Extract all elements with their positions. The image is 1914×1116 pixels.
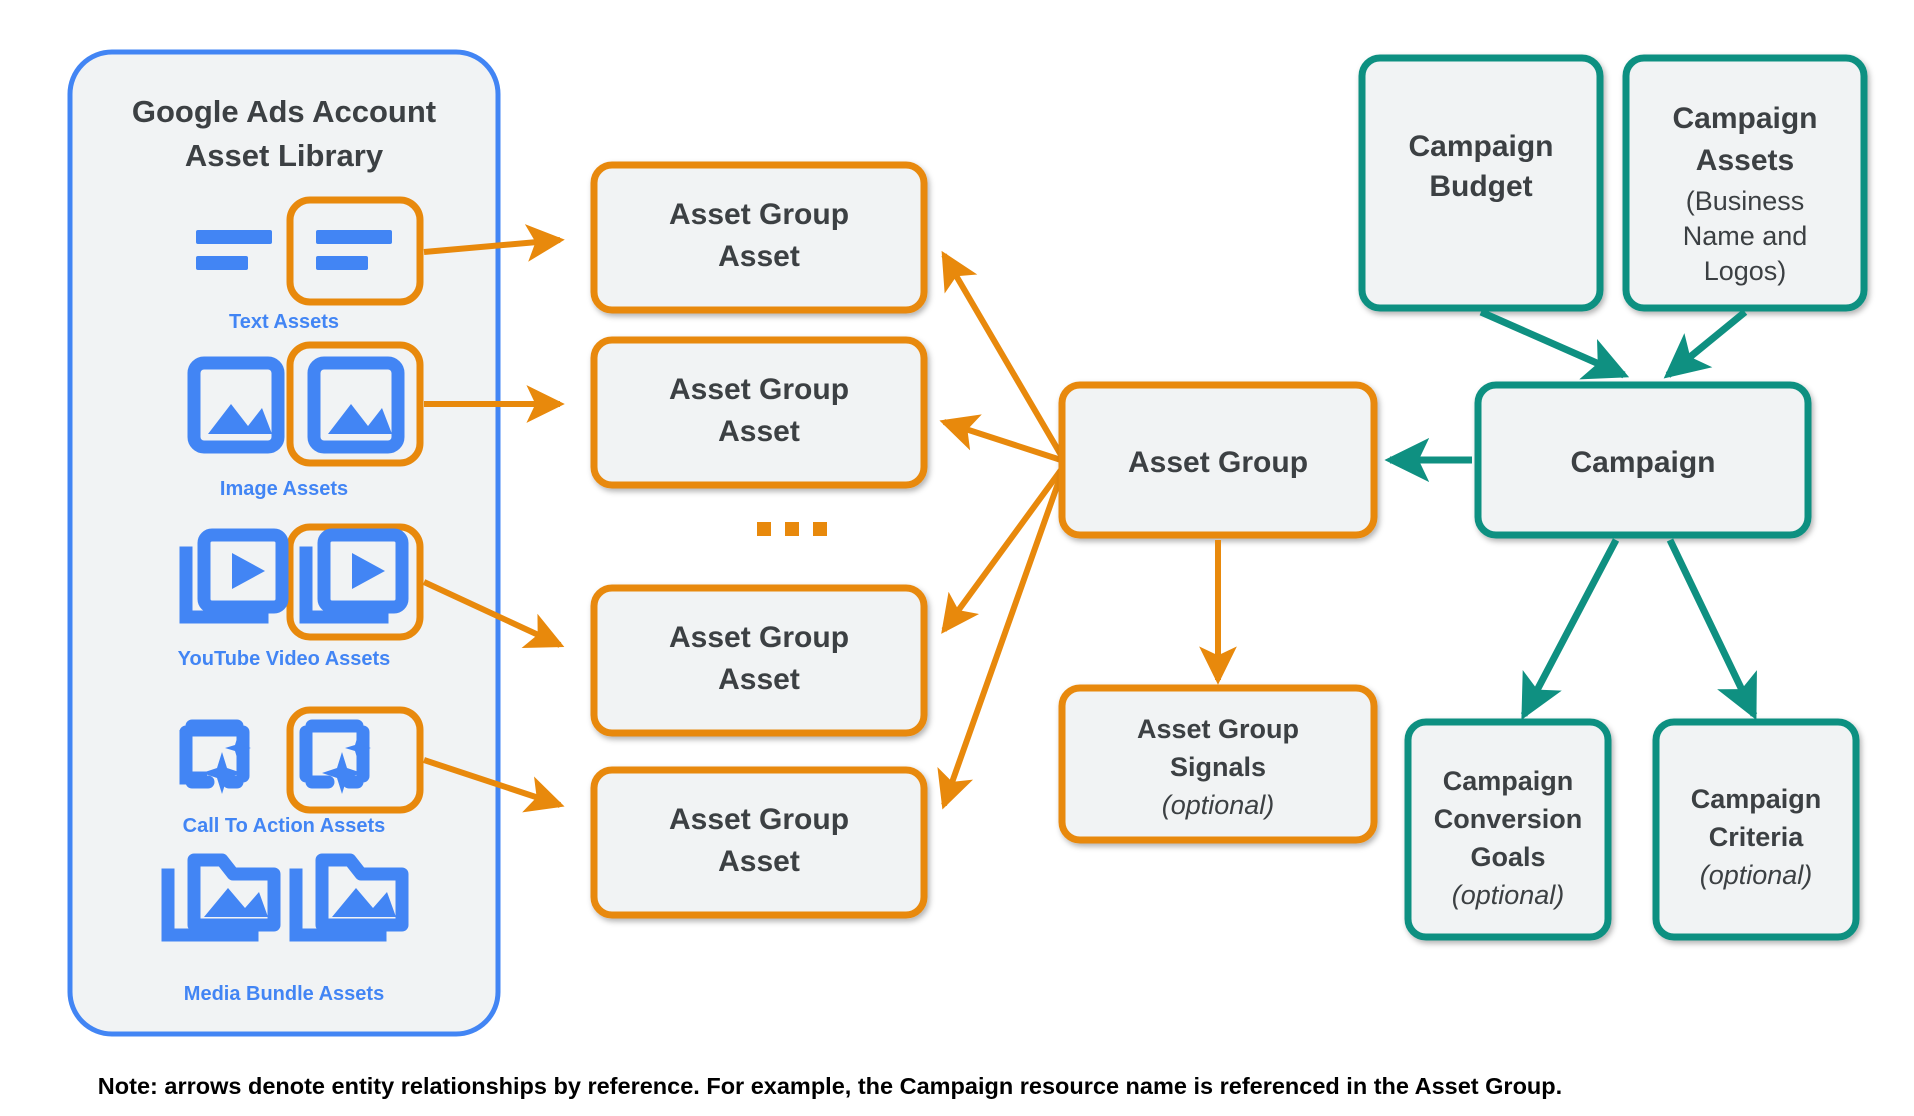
media-bundle-asset-icon-2 bbox=[289, 853, 409, 942]
arrow-cta-to-asset-group-asset bbox=[423, 757, 565, 813]
library-to-asset-arrows bbox=[422, 224, 565, 813]
campaign-assets-sub3: Logos) bbox=[1704, 256, 1787, 286]
ellipsis-indicator bbox=[757, 522, 827, 536]
text-asset-icon-selected bbox=[316, 230, 392, 270]
campaign-assets-sub2: Name and bbox=[1683, 221, 1808, 251]
library-title-line2: Asset Library bbox=[185, 138, 384, 173]
asset-group-fan-arrows bbox=[937, 250, 1064, 810]
arrow-video-to-asset-group-asset bbox=[422, 579, 565, 649]
asset-label-text-assets: Text Assets bbox=[229, 311, 339, 333]
asset-group-asset-2[interactable] bbox=[590, 336, 928, 489]
asset-group-asset-3-line2: Asset bbox=[718, 663, 800, 696]
arrow-asset-group-to-asset-3 bbox=[941, 468, 1064, 634]
arrow-asset-group-to-asset-1 bbox=[941, 250, 1064, 457]
conversion-goals-line1: Campaign bbox=[1443, 766, 1574, 796]
asset-label-image-assets: Image Assets bbox=[220, 478, 348, 500]
media-bundle-asset-icon bbox=[161, 853, 281, 942]
campaign-assets-line2: Assets bbox=[1696, 144, 1794, 177]
asset-row-cta[interactable]: Call To Action Assets bbox=[179, 706, 424, 837]
asset-group-asset-3-line1: Asset Group bbox=[669, 621, 849, 654]
campaign-node[interactable] bbox=[1474, 381, 1812, 539]
video-asset-icon-selected bbox=[299, 528, 409, 624]
video-asset-selection-box bbox=[286, 523, 424, 641]
call-to-action-asset-icon-selected bbox=[299, 719, 371, 794]
campaign-node-label: Campaign bbox=[1570, 446, 1715, 479]
campaign-outbound-arrows bbox=[1520, 538, 1758, 721]
asset-group-asset-4[interactable] bbox=[590, 766, 928, 919]
asset-group-signals-line2: Signals bbox=[1170, 752, 1266, 782]
library-title-line1: Google Ads Account bbox=[132, 94, 436, 129]
arrow-text-to-asset-group-asset bbox=[423, 224, 565, 262]
campaign-criteria-optional: (optional) bbox=[1700, 860, 1813, 890]
campaign-inbound-arrows bbox=[1479, 308, 1748, 380]
asset-group-signals-optional: (optional) bbox=[1162, 790, 1275, 820]
campaign-budget-line1: Campaign bbox=[1408, 130, 1553, 163]
campaign-conversion-goals-node[interactable] bbox=[1404, 718, 1612, 941]
conversion-goals-line2: Conversion bbox=[1434, 804, 1583, 834]
arrow-campaign-to-criteria bbox=[1666, 538, 1758, 721]
arrow-asset-group-to-asset-4 bbox=[937, 473, 1064, 810]
asset-group-asset-4-line1: Asset Group bbox=[669, 803, 849, 836]
campaign-assets-node[interactable] bbox=[1622, 54, 1868, 312]
asset-row-text[interactable]: Text Assets bbox=[196, 196, 424, 333]
asset-label-media-bundle-assets: Media Bundle Assets bbox=[184, 983, 384, 1005]
video-asset-icon bbox=[179, 528, 289, 624]
image-asset-icon bbox=[187, 356, 285, 454]
conversion-goals-line3: Goals bbox=[1470, 842, 1545, 872]
call-to-action-asset-icon bbox=[179, 719, 251, 794]
asset-group-signals-line1: Asset Group bbox=[1137, 714, 1299, 744]
asset-row-image[interactable]: Image Assets bbox=[187, 341, 424, 500]
asset-group-asset-1[interactable] bbox=[590, 161, 928, 314]
arrow-campaign-to-conversion-goals bbox=[1520, 538, 1620, 720]
asset-group-node[interactable] bbox=[1058, 381, 1378, 539]
campaign-budget-node[interactable] bbox=[1358, 54, 1604, 312]
arrow-budget-to-campaign bbox=[1479, 308, 1630, 380]
asset-group-asset-2-line2: Asset bbox=[718, 415, 800, 448]
arrow-assets-to-campaign bbox=[1663, 309, 1748, 379]
footnote-text: Note: arrows denote entity relationships… bbox=[98, 1073, 1562, 1099]
asset-group-asset-2-line1: Asset Group bbox=[669, 373, 849, 406]
text-asset-icon bbox=[196, 230, 272, 270]
text-asset-selection-box bbox=[286, 196, 424, 306]
campaign-budget-line2: Budget bbox=[1429, 170, 1532, 203]
campaign-criteria-line1: Campaign bbox=[1691, 784, 1822, 814]
asset-label-video-assets: YouTube Video Assets bbox=[178, 648, 391, 670]
asset-label-cta-assets: Call To Action Assets bbox=[183, 815, 386, 837]
asset-group-node-label: Asset Group bbox=[1128, 446, 1308, 479]
asset-group-signals-node[interactable] bbox=[1058, 684, 1378, 844]
asset-group-asset-3[interactable] bbox=[590, 584, 928, 737]
campaign-criteria-line2: Criteria bbox=[1709, 822, 1805, 852]
campaign-criteria-node[interactable] bbox=[1652, 718, 1860, 941]
image-asset-icon-selected bbox=[307, 356, 405, 454]
campaign-assets-line1: Campaign bbox=[1672, 102, 1817, 135]
cta-asset-selection-box bbox=[286, 706, 424, 814]
asset-group-asset-1-line1: Asset Group bbox=[669, 198, 849, 231]
image-asset-selection-box bbox=[286, 341, 424, 467]
campaign-assets-sub1: (Business bbox=[1686, 186, 1805, 216]
asset-row-media-bundle[interactable]: Media Bundle Assets bbox=[161, 853, 409, 1005]
asset-group-asset-1-line2: Asset bbox=[718, 240, 800, 273]
asset-group-asset-4-line2: Asset bbox=[718, 845, 800, 878]
conversion-goals-optional: (optional) bbox=[1452, 880, 1565, 910]
asset-row-video[interactable]: YouTube Video Assets bbox=[178, 523, 424, 670]
arrow-asset-group-to-asset-2 bbox=[939, 414, 1062, 463]
